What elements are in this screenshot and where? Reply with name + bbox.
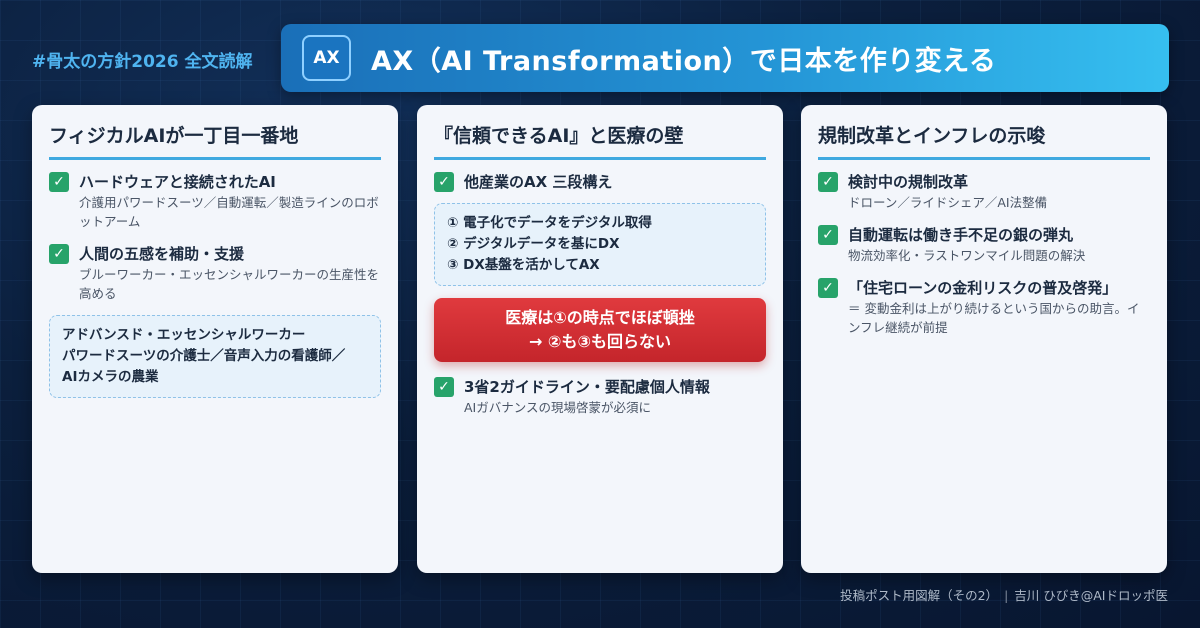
alert-line: → ②も③も回らない bbox=[528, 332, 672, 351]
step-line: ③ DX基盤を活かしてAX bbox=[447, 257, 600, 273]
alert-box: 医療は①の時点でほぼ頓挫 → ②も③も回らない bbox=[434, 298, 766, 362]
step-line: ① 電子化でデータをデジタル取得 bbox=[447, 215, 652, 231]
item-heading: 他産業のAX 三段構え bbox=[464, 173, 613, 191]
ax-badge: AX bbox=[302, 35, 351, 81]
item-heading: 3省2ガイドライン・要配慮個人情報 bbox=[464, 378, 710, 396]
steps-box: ① 電子化でデータをデジタル取得 ② デジタルデータを基にDX ③ DX基盤を活… bbox=[434, 203, 766, 286]
check-icon: ✓ bbox=[49, 172, 69, 192]
card-title: 『信頼できるAI』と医療の壁 bbox=[434, 121, 766, 160]
card-regulation-inflation: 規制改革とインフレの示唆 ✓ 検討中の規制改革 ドローン／ライドシェア／AI法整… bbox=[801, 105, 1167, 573]
list-item: ✓ 他産業のAX 三段構え bbox=[434, 171, 766, 193]
card-trusted-ai-medical: 『信頼できるAI』と医療の壁 ✓ 他産業のAX 三段構え ① 電子化でデータをデ… bbox=[417, 105, 783, 573]
check-icon: ✓ bbox=[818, 278, 838, 298]
hashtag-label: #骨太の方針2026 全文読解 bbox=[32, 52, 253, 72]
list-item: ✓ ハードウェアと接続されたAI 介護用パワードスーツ／自動運転／製造ラインのロ… bbox=[49, 171, 381, 231]
card-physical-ai: フィジカルAIが一丁目一番地 ✓ ハードウェアと接続されたAI 介護用パワードス… bbox=[32, 105, 398, 573]
info-line: AIカメラの農業 bbox=[62, 369, 159, 385]
step-line: ② デジタルデータを基にDX bbox=[447, 236, 620, 252]
check-icon: ✓ bbox=[49, 244, 69, 264]
check-icon: ✓ bbox=[818, 225, 838, 245]
list-item: ✓ 3省2ガイドライン・要配慮個人情報 AIガバナンスの現場啓蒙が必須に bbox=[434, 376, 766, 417]
info-line: パワードスーツの介護士／音声入力の看護師／ bbox=[62, 348, 346, 364]
check-icon: ✓ bbox=[434, 172, 454, 192]
item-description: AIガバナンスの現場啓蒙が必須に bbox=[464, 400, 651, 415]
list-item: ✓ 人間の五感を補助・支援 ブルーワーカー・エッセンシャルワーカーの生産性を高め… bbox=[49, 243, 381, 303]
info-box: アドバンスド・エッセンシャルワーカー パワードスーツの介護士／音声入力の看護師／… bbox=[49, 315, 381, 398]
item-description: ブルーワーカー・エッセンシャルワーカーの生産性を高める bbox=[79, 267, 380, 301]
item-description: 介護用パワードスーツ／自動運転／製造ラインのロボットアーム bbox=[79, 195, 379, 229]
footer-author: 吉川 ひびき@AIドロッポ医 bbox=[1014, 588, 1168, 603]
item-heading: 検討中の規制改革 bbox=[848, 173, 969, 191]
footer-caption: 投稿ポスト用図解（その2） bbox=[840, 588, 999, 603]
item-description: ドローン／ライドシェア／AI法整備 bbox=[848, 195, 1048, 210]
item-description: 物流効率化・ラストワンマイル問題の解決 bbox=[848, 248, 1086, 263]
alert-line: 医療は①の時点でほぼ頓挫 bbox=[505, 308, 695, 327]
footer-separator: | bbox=[1004, 588, 1009, 603]
check-icon: ✓ bbox=[818, 172, 838, 192]
list-item: ✓ 「住宅ローンの金利リスクの普及啓発」 ＝ 変動金利は上がり続けるという国から… bbox=[818, 277, 1150, 337]
title-banner: AX AX（AI Transformation）で日本を作り変える bbox=[281, 24, 1169, 92]
list-item: ✓ 検討中の規制改革 ドローン／ライドシェア／AI法整備 bbox=[818, 171, 1150, 212]
item-heading: 「住宅ローンの金利リスクの普及啓発」 bbox=[848, 279, 1118, 297]
check-icon: ✓ bbox=[434, 377, 454, 397]
list-item: ✓ 自動運転は働き手不足の銀の弾丸 物流効率化・ラストワンマイル問題の解決 bbox=[818, 224, 1150, 265]
info-line: アドバンスド・エッセンシャルワーカー bbox=[62, 327, 306, 343]
item-heading: 自動運転は働き手不足の銀の弾丸 bbox=[848, 226, 1074, 244]
item-heading: ハードウェアと接続されたAI bbox=[79, 173, 276, 191]
page-title: AX（AI Transformation）で日本を作り変える bbox=[371, 45, 997, 77]
item-description: ＝ 変動金利は上がり続けるという国からの助言。インフレ継続が前提 bbox=[848, 301, 1140, 335]
card-title: 規制改革とインフレの示唆 bbox=[818, 121, 1150, 160]
footer-credit: 投稿ポスト用図解（その2） | 吉川 ひびき@AIドロッポ医 bbox=[840, 585, 1168, 604]
item-heading: 人間の五感を補助・支援 bbox=[79, 245, 245, 263]
card-title: フィジカルAIが一丁目一番地 bbox=[49, 121, 381, 160]
